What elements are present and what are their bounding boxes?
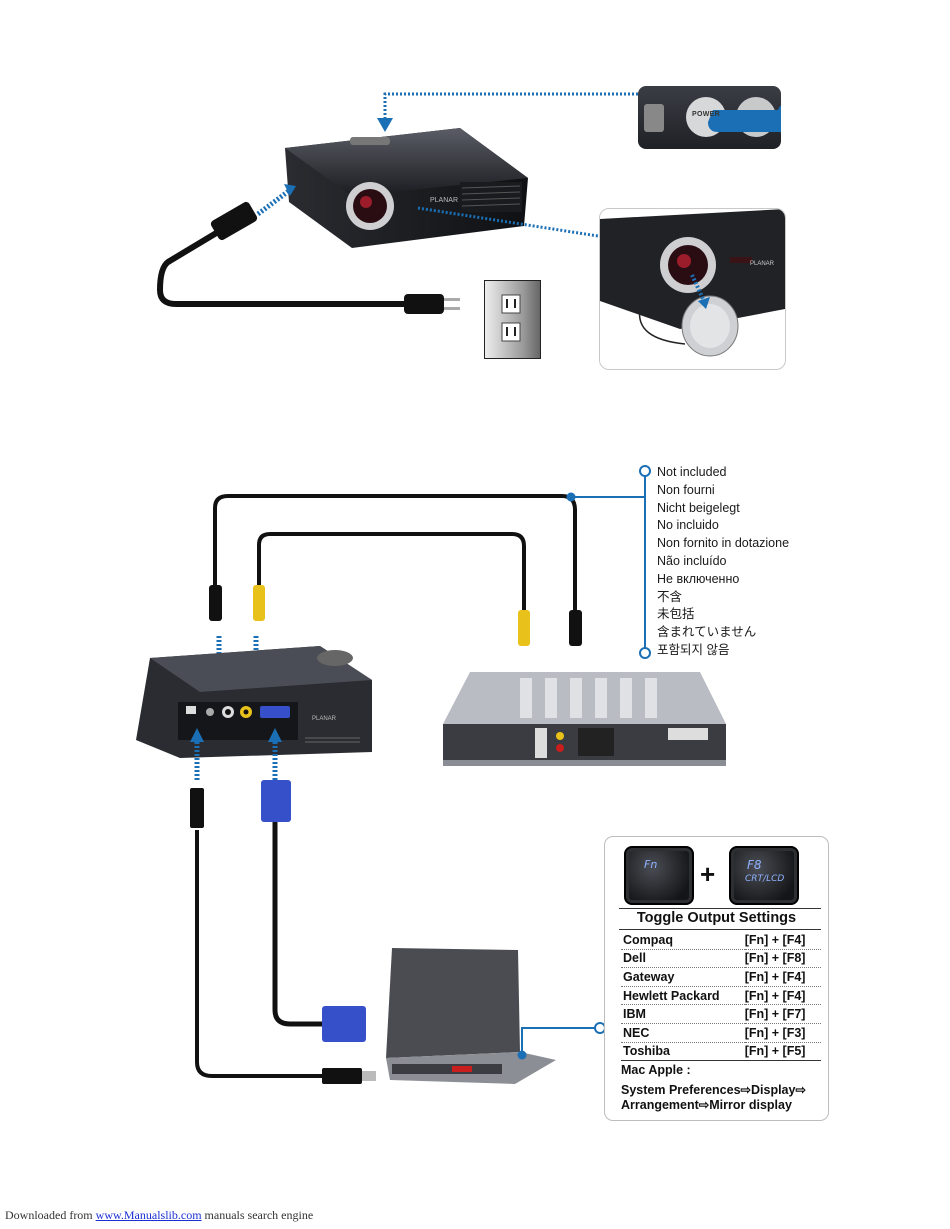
projector-rear-brand: PLANAR xyxy=(312,716,337,722)
fn-key-label: Fn xyxy=(644,858,658,871)
toggle-title: Toggle Output Settings xyxy=(636,910,797,926)
laptop xyxy=(386,948,556,1084)
brand-name: Gateway xyxy=(621,967,745,987)
brand-keys: [Fn] + [F4] xyxy=(744,986,821,1006)
brand-name: Dell xyxy=(621,949,745,969)
bracket-dot-junction xyxy=(566,492,576,502)
footer-suffix: manuals search engine xyxy=(201,1208,314,1222)
brand-name: Compaq xyxy=(621,931,745,950)
mac-path-line1: System Preferences⇨Display⇨ xyxy=(621,1083,806,1097)
brand-name: IBM xyxy=(621,1004,745,1024)
power-button-label: POWER xyxy=(692,111,720,118)
svideo-cable xyxy=(213,494,577,615)
vga-cable xyxy=(272,820,326,1027)
wall-plug xyxy=(404,294,444,314)
not-included-item: 포함되지 않음 xyxy=(657,642,730,657)
toggle-output-panel: Fn + F8 CRT/LCD Toggle Output Settings C… xyxy=(604,836,829,1121)
power-connection-illustration: PLANAR xyxy=(156,92,638,314)
brand-keys: [Fn] + [F4] xyxy=(744,967,821,987)
table-row: Hewlett Packard [Fn] + [F4] xyxy=(621,986,821,1006)
bracket-dot-top xyxy=(639,465,651,477)
laptop-callout-line xyxy=(521,1027,600,1055)
not-included-bracket xyxy=(575,471,646,653)
usb-plug-bottom xyxy=(322,1068,362,1084)
mac-path: System Preferences⇨Display⇨ Arrangement⇨… xyxy=(621,1083,821,1113)
usb-plug-top xyxy=(190,788,204,828)
not-included-list: Not included Non fourni Nicht beigelegt … xyxy=(657,464,789,660)
dvd-player xyxy=(443,672,726,766)
brand-name: Hewlett Packard xyxy=(621,986,745,1006)
composite-plug-left xyxy=(253,585,265,621)
footer: Downloaded from www.Manualslib.com manua… xyxy=(5,1208,313,1223)
vga-plug-top xyxy=(261,780,291,822)
projector-rear-view: PLANAR xyxy=(136,646,372,758)
projector-top-view: PLANAR xyxy=(285,128,528,248)
not-included-item: Não incluído xyxy=(657,553,727,568)
brand-name: NEC xyxy=(621,1023,745,1043)
power-arrow-head xyxy=(377,118,393,132)
not-included-item: Non fourni xyxy=(657,482,715,497)
table-row: IBM [Fn] + [F7] xyxy=(621,1004,821,1024)
manualslib-link[interactable]: www.Manualslib.com xyxy=(95,1208,202,1222)
projector-brand-top: PLANAR xyxy=(430,197,458,204)
divider xyxy=(619,929,821,930)
f8-key-icon: F8 CRT/LCD xyxy=(729,846,799,905)
composite-cable xyxy=(257,532,526,615)
not-included-item: Non fornito in dotazione xyxy=(657,536,790,551)
not-included-item: Nicht beigelegt xyxy=(657,500,740,515)
mac-path-line2: Arrangement⇨Mirror display xyxy=(621,1098,792,1112)
cord-arrow xyxy=(256,188,292,216)
not-included-item: Не включенно xyxy=(657,571,740,586)
not-included-item: No incluido xyxy=(657,518,719,533)
composite-plug-right xyxy=(518,610,530,646)
power-cord xyxy=(156,229,408,307)
svideo-plug-left xyxy=(209,585,222,621)
plus-sign: + xyxy=(700,859,716,889)
cord-connector xyxy=(210,201,258,241)
vga-plug-bottom xyxy=(322,1006,366,1042)
brand-keys: [Fn] + [F7] xyxy=(744,1004,821,1024)
brand-keys: [Fn] + [F4] xyxy=(744,931,821,950)
mac-title: Mac Apple : xyxy=(621,1063,691,1077)
table-row: Gateway [Fn] + [F4] xyxy=(621,967,821,987)
bracket-dot-bottom xyxy=(639,647,651,659)
power-arrow xyxy=(383,92,638,120)
lens-inset-brand: PLANAR xyxy=(750,261,775,267)
not-included-item: Not included xyxy=(657,465,727,479)
divider xyxy=(619,908,821,909)
brand-keys: [Fn] + [F8] xyxy=(744,949,821,969)
wall-outlet xyxy=(484,280,541,359)
not-included-item: 不含 xyxy=(657,589,683,604)
brand-shortcut-table: Compaq [Fn] + [F4] Dell [Fn] + [F8] Gate… xyxy=(621,931,821,1062)
power-button-inset xyxy=(638,86,781,149)
not-included-item: 未包括 xyxy=(657,607,695,622)
table-row: NEC [Fn] + [F3] xyxy=(621,1023,821,1043)
brand-keys: [Fn] + [F3] xyxy=(744,1023,821,1043)
f8-key-top-label: F8 xyxy=(747,858,762,872)
footer-prefix: Downloaded from xyxy=(5,1208,96,1222)
brand-keys: [Fn] + [F5] xyxy=(744,1042,821,1062)
usb-cable xyxy=(195,830,326,1078)
source-connection-illustration: PLANAR xyxy=(136,465,726,1084)
f8-key-bottom-label: CRT/LCD xyxy=(745,874,785,884)
brand-name: Toshiba xyxy=(621,1042,745,1062)
table-row: Toshiba [Fn] + [F5] xyxy=(621,1042,821,1062)
table-row: Dell [Fn] + [F8] xyxy=(621,949,821,969)
fn-key-icon: Fn xyxy=(624,846,694,905)
table-row: Compaq [Fn] + [F4] xyxy=(621,931,821,950)
lens-cap-inset: PLANAR xyxy=(599,208,786,370)
svideo-plug-right xyxy=(569,610,582,646)
not-included-item: 含まれていません xyxy=(657,625,757,640)
